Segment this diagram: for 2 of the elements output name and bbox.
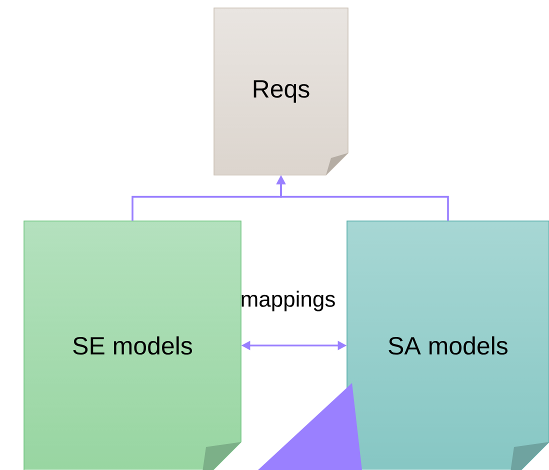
edge-label: mappings <box>242 290 335 312</box>
triangle-shape <box>258 383 362 470</box>
